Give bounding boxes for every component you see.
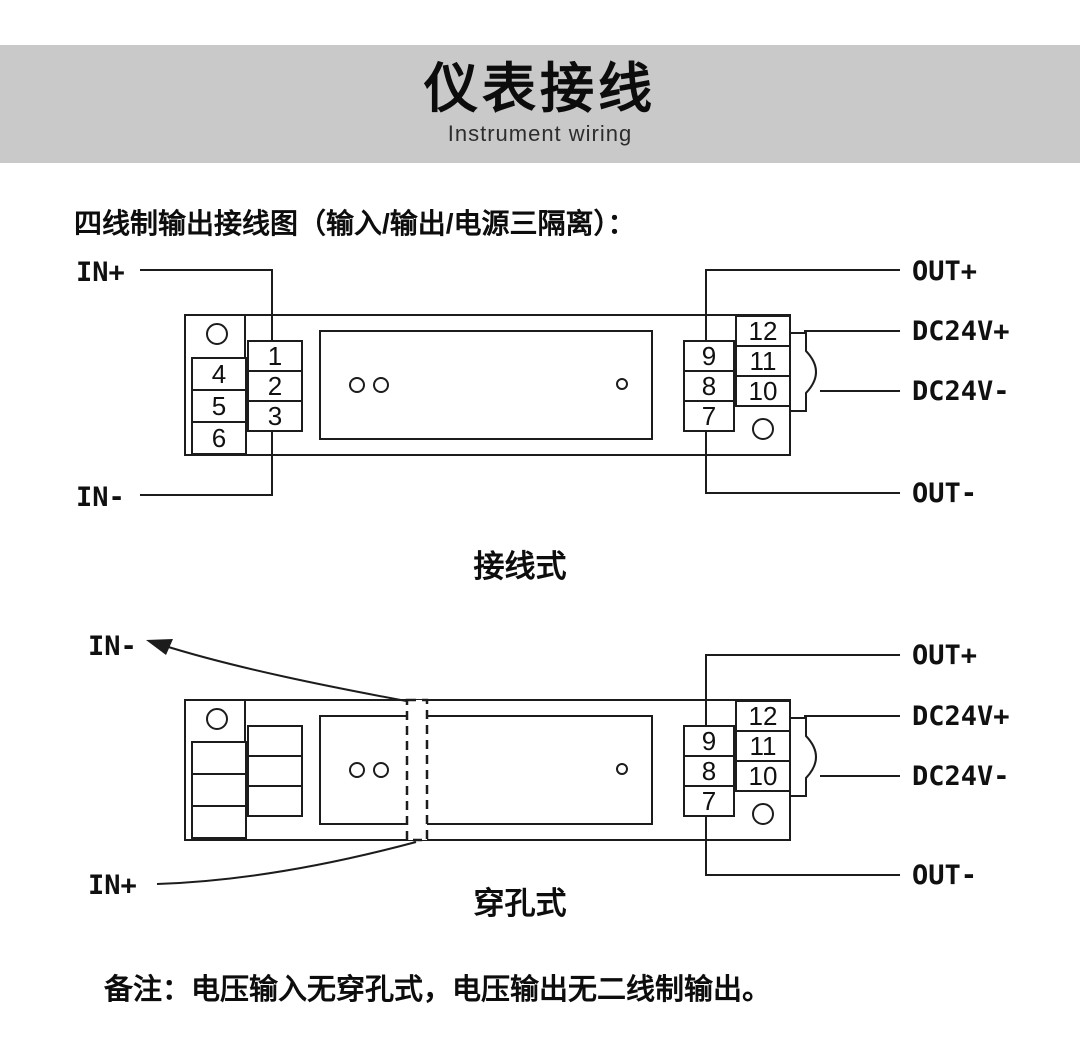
label-dc24v-minus: DC24V- xyxy=(912,376,1010,407)
display-led-2 xyxy=(373,377,389,393)
label-out-minus: OUT- xyxy=(912,478,977,509)
terminal-cell-7 xyxy=(683,400,735,432)
terminal-cell-11b xyxy=(735,730,791,762)
label-out-plus: OUT+ xyxy=(912,256,977,287)
display-screw-2 xyxy=(616,763,628,775)
label-dc24v-minus-2: DC24V- xyxy=(912,761,1010,792)
terminal-cell-1 xyxy=(247,340,303,372)
terminal-cell xyxy=(191,741,247,775)
footnote: 备注：电压输入无穿孔式，电压输出无二线制输出。 xyxy=(104,974,772,1006)
terminal-number-5: 5 xyxy=(212,391,226,421)
label-dc24v-plus: DC24V+ xyxy=(912,316,1010,347)
terminal-cell-7b xyxy=(683,785,735,817)
mount-hole-bottom-right xyxy=(752,418,774,440)
terminal-cell-12 xyxy=(735,315,791,347)
terminal-number-11: 11 xyxy=(750,346,777,376)
label-in-minus-2: IN- xyxy=(88,631,137,662)
mount-hole-top-left-2 xyxy=(206,708,228,730)
terminal-cell-11 xyxy=(735,345,791,377)
terminal-cell-2 xyxy=(247,370,303,402)
mount-hole-top-left xyxy=(206,323,228,345)
display-led-2b xyxy=(373,762,389,778)
din-rail-clip-2 xyxy=(790,717,817,797)
terminal-number-4: 4 xyxy=(212,359,226,389)
terminal-number-12b: 12 xyxy=(749,701,778,731)
wire-in-minus xyxy=(140,431,273,496)
page-subtitle: Instrument wiring xyxy=(447,120,633,146)
terminal-number-9: 9 xyxy=(702,341,716,371)
display-screw xyxy=(616,378,628,390)
terminal-number-11b: 11 xyxy=(750,731,777,761)
terminal-cell-8 xyxy=(683,370,735,402)
label-in-minus: IN- xyxy=(76,482,125,513)
terminal-cell-12b xyxy=(735,700,791,732)
terminal-cell xyxy=(247,755,303,787)
terminal-number-10b: 10 xyxy=(749,761,778,791)
diagram-terminal-type-labels: IN+ IN- OUT+ DC24V+ DC24V- OUT- 1 2 3 4 … xyxy=(76,256,1010,513)
terminal-number-3: 3 xyxy=(268,401,282,431)
terminal-number-8b: 8 xyxy=(702,756,716,786)
terminal-cell-10 xyxy=(735,375,791,407)
wire-out-minus xyxy=(705,431,900,494)
diagram-intro-text: 四线制输出接线图（输入/输出/电源三隔离）： xyxy=(74,208,636,239)
display-led-1b xyxy=(349,762,365,778)
caption-terminal-type: 接线式 xyxy=(473,549,567,584)
display-led-1 xyxy=(349,377,365,393)
page-header: 仪表接线 Instrument wiring xyxy=(0,45,1080,163)
diagram-through-hole-type xyxy=(146,639,900,885)
label-out-plus-2: OUT+ xyxy=(912,640,977,671)
terminal-number-9b: 9 xyxy=(702,726,716,756)
terminal-cell-8b xyxy=(683,755,735,787)
terminal-cell-10b xyxy=(735,760,791,792)
terminal-number-12: 12 xyxy=(749,316,778,346)
terminal-cell xyxy=(247,725,303,757)
terminal-number-7: 7 xyxy=(702,401,716,431)
wire-out-plus xyxy=(705,269,900,341)
module-display-window xyxy=(319,330,653,440)
terminal-cell xyxy=(191,805,247,839)
module-display-window-2 xyxy=(319,715,653,825)
terminal-number-2: 2 xyxy=(268,371,282,401)
wire-in-minus-curve xyxy=(161,644,418,704)
page-title: 仪表接线 xyxy=(424,59,656,120)
terminal-number-1: 1 xyxy=(268,341,282,371)
wire-out-plus-2 xyxy=(705,654,900,726)
in-minus-arrowhead xyxy=(146,639,173,655)
diagram-through-hole-labels: IN- IN+ OUT+ DC24V+ DC24V- OUT- 9 8 7 12… xyxy=(88,631,1010,901)
terminal-cell xyxy=(191,773,247,807)
wire-in-plus-curve xyxy=(156,841,417,885)
diagram-terminal-type xyxy=(140,269,900,496)
terminal-number-7b: 7 xyxy=(702,786,716,816)
label-dc24v-plus-2: DC24V+ xyxy=(912,701,1010,732)
din-rail-clip xyxy=(790,332,817,412)
label-in-plus-2: IN+ xyxy=(88,870,137,901)
terminal-cell-3 xyxy=(247,400,303,432)
terminal-number-8: 8 xyxy=(702,371,716,401)
terminal-cell-6 xyxy=(191,421,247,455)
label-in-plus: IN+ xyxy=(76,257,125,288)
wire-out-minus-2 xyxy=(705,816,900,876)
terminal-cell xyxy=(247,785,303,817)
terminal-cell-9b xyxy=(683,725,735,757)
through-hole-dashed xyxy=(405,698,429,842)
terminal-number-10: 10 xyxy=(749,376,778,406)
wire-in-plus xyxy=(140,269,273,341)
terminal-number-6: 6 xyxy=(212,423,226,453)
label-out-minus-2: OUT- xyxy=(912,860,977,891)
mount-hole-bottom-right-2 xyxy=(752,803,774,825)
caption-through-hole-type: 穿孔式 xyxy=(473,886,567,921)
